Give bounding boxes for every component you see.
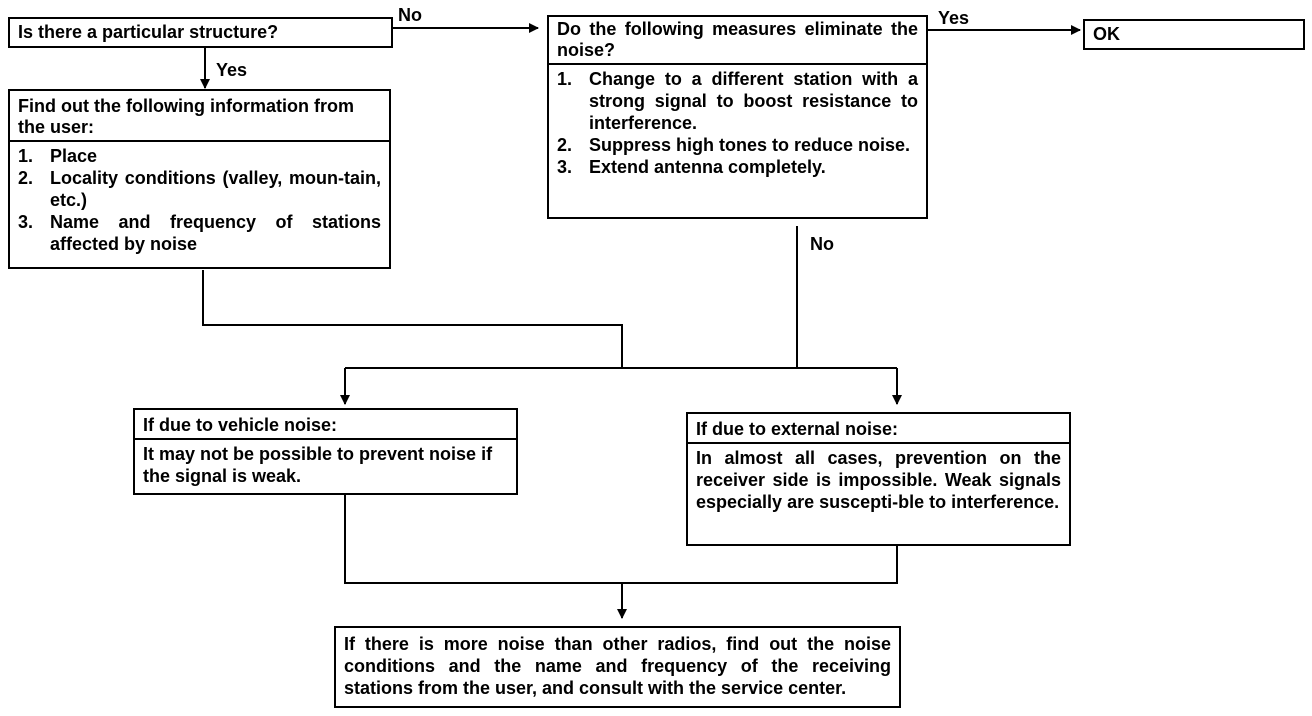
label-no-top: No xyxy=(398,5,422,25)
final-action-text: If there is more noise than other radios… xyxy=(344,634,891,698)
info-item: 2.Locality conditions (valley, moun-tain… xyxy=(18,168,381,210)
measures-item: 1.Change to a different station with a s… xyxy=(557,69,918,133)
info-divider xyxy=(10,140,389,142)
measures-item: 3.Extend antenna completely. xyxy=(557,157,826,177)
info-item: 3.Name and frequency of stations affecte… xyxy=(18,212,381,254)
info-list: 1.Place 2.Locality conditions (valley, m… xyxy=(10,142,389,258)
label-no-mid: No xyxy=(810,234,834,254)
final-action-box: If there is more noise than other radios… xyxy=(334,626,901,708)
measures-divider xyxy=(549,63,926,65)
info-item: 1.Place xyxy=(18,146,98,166)
measures-question: Do the following measures eliminate the … xyxy=(557,19,918,60)
measures-box: Do the following measures eliminate the … xyxy=(547,15,928,219)
measures-item: 2.Suppress high tones to reduce noise. xyxy=(557,135,911,155)
ok-text: OK xyxy=(1093,24,1120,44)
vehicle-noise-box: If due to vehicle noise: It may not be p… xyxy=(133,408,518,495)
start-question-box: Is there a particular structure? xyxy=(8,17,393,48)
external-noise-body: In almost all cases, prevention on the r… xyxy=(696,448,1061,512)
ok-box: OK xyxy=(1083,19,1305,50)
label-yes-top: Yes xyxy=(938,8,970,28)
info-box: Find out the following information from … xyxy=(8,89,391,269)
external-noise-box: If due to external noise: In almost all … xyxy=(686,412,1071,546)
vehicle-noise-title: If due to vehicle noise: xyxy=(143,415,338,435)
vehicle-noise-body: It may not be possible to prevent noise … xyxy=(143,444,493,486)
vehicle-noise-divider xyxy=(135,438,516,440)
external-noise-title: If due to external noise: xyxy=(696,419,899,439)
connector-info-to-junction xyxy=(202,270,623,368)
label-yes-left: Yes xyxy=(216,60,248,80)
external-noise-divider xyxy=(688,442,1069,444)
info-title: Find out the following information from … xyxy=(18,96,354,137)
measures-list: 1.Change to a different station with a s… xyxy=(549,65,926,181)
start-question-text: Is there a particular structure? xyxy=(18,22,279,42)
